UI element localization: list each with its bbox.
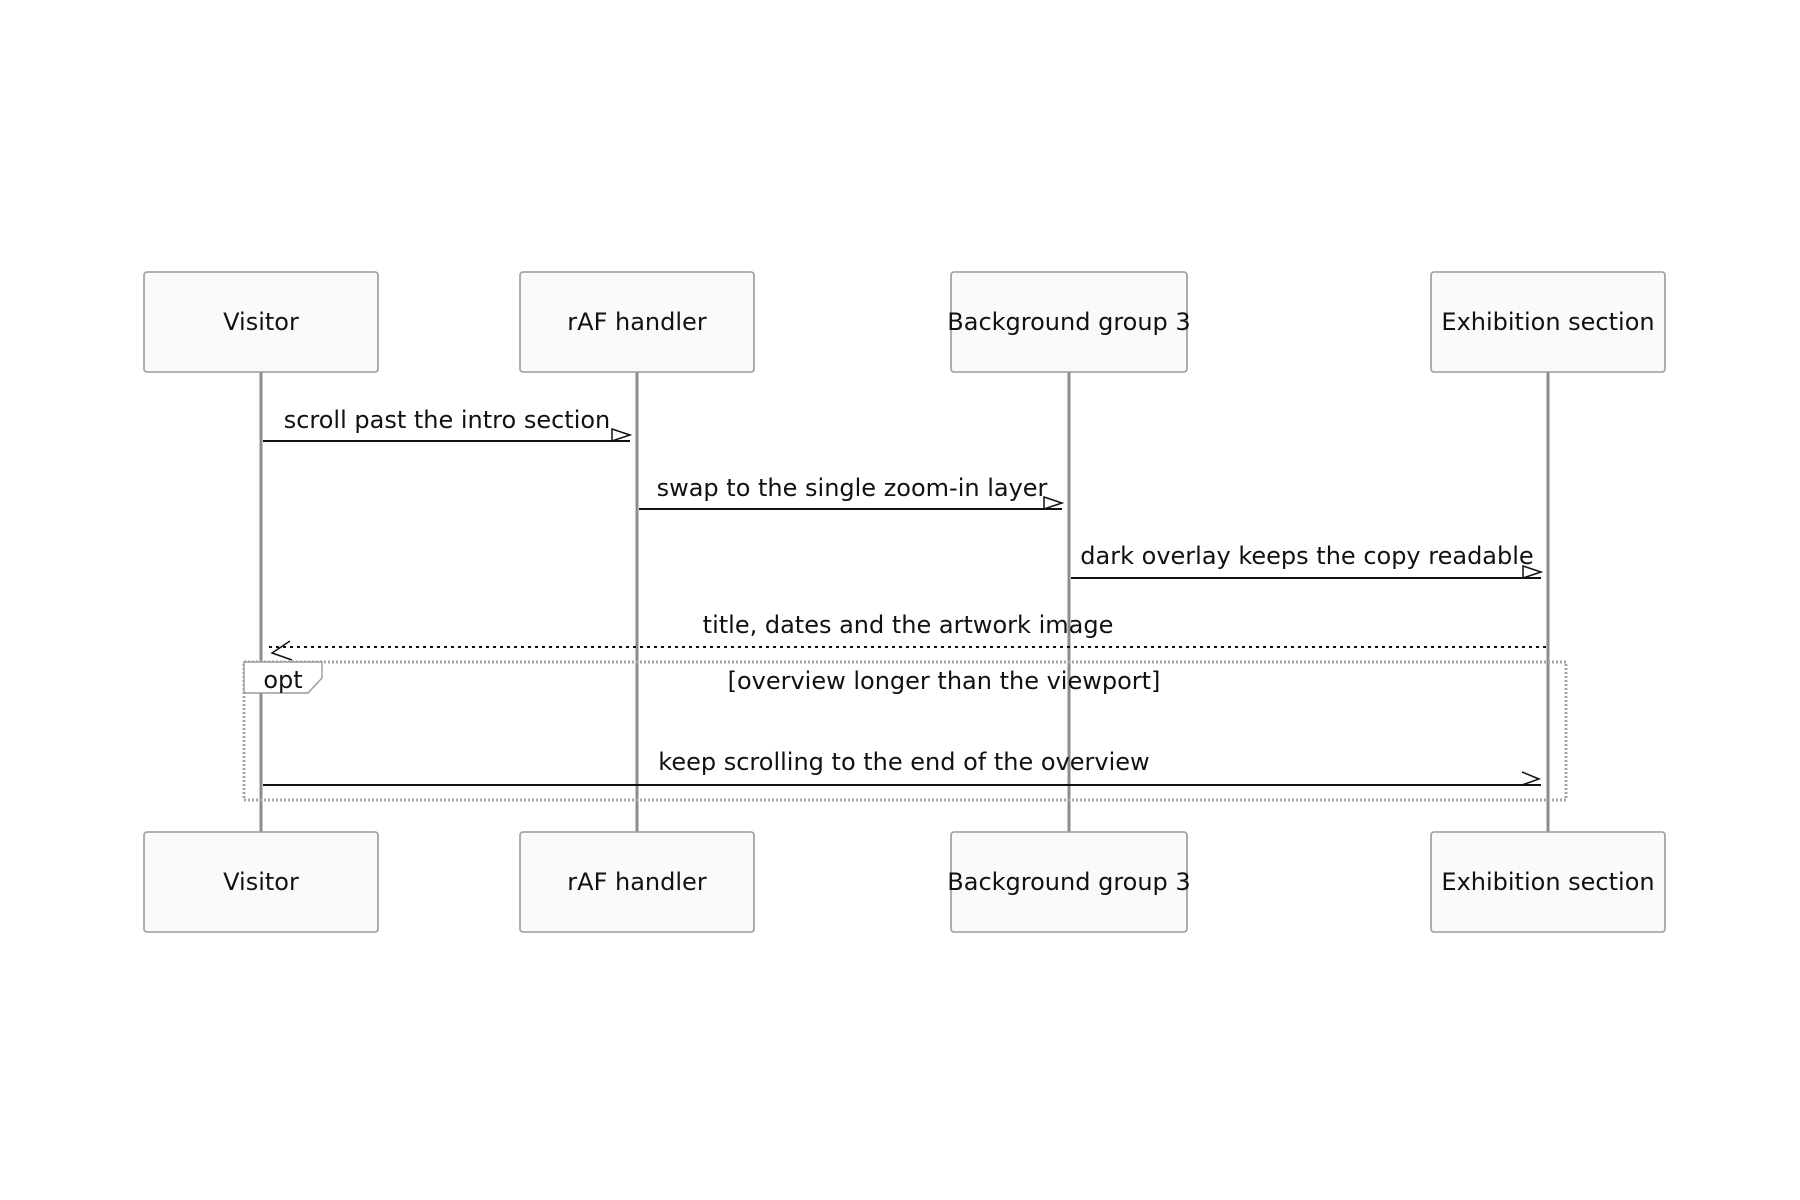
fragment-tab: [243, 661, 323, 694]
actor-label: Exhibition section: [1441, 308, 1654, 336]
fragment-condition: [overview longer than the viewport]: [728, 667, 1161, 695]
actor-top-exhibition-section: Exhibition section: [1430, 271, 1666, 373]
actor-label: Background group 3: [947, 308, 1190, 336]
message-dark-overlay: dark overlay keeps the copy readable: [1071, 542, 1544, 580]
arrowhead-icon: [1521, 771, 1542, 786]
arrowhead-icon: [1043, 495, 1065, 511]
actor-label: Exhibition section: [1441, 868, 1654, 896]
message-title-dates-artwork: title, dates and the artwork image: [268, 611, 1546, 661]
actor-label: Visitor: [223, 308, 299, 336]
actor-label: rAF handler: [567, 308, 707, 336]
message-label: swap to the single zoom-in layer: [657, 474, 1048, 502]
actor-label: Background group 3: [947, 868, 1190, 896]
actor-bottom-raf-handler: rAF handler: [519, 831, 755, 933]
actor-bottom-background-group-3: Background group 3: [947, 831, 1191, 933]
message-label: title, dates and the artwork image: [703, 611, 1114, 639]
actor-bottom-visitor: Visitor: [143, 831, 379, 933]
message-label: keep scrolling to the end of the overvie…: [658, 748, 1149, 776]
message-label: scroll past the intro section: [284, 406, 611, 434]
arrowhead-icon: [611, 427, 633, 443]
message-label: dark overlay keeps the copy readable: [1080, 542, 1533, 570]
actor-top-background-group-3: Background group 3: [947, 271, 1191, 373]
message-swap-zoom-layer: swap to the single zoom-in layer: [639, 474, 1065, 511]
actor-top-raf-handler: rAF handler: [519, 271, 755, 373]
message-scroll-past-intro: scroll past the intro section: [263, 406, 633, 443]
arrowhead-icon: [270, 640, 293, 661]
opt-fragment: opt [overview longer than the viewport]: [242, 660, 1568, 802]
actor-label: rAF handler: [567, 868, 707, 896]
arrowhead-icon: [1522, 564, 1544, 580]
actor-top-visitor: Visitor: [143, 271, 379, 373]
actor-label: Visitor: [223, 868, 299, 896]
message-keep-scrolling: keep scrolling to the end of the overvie…: [263, 748, 1542, 786]
fragment-kind: opt: [263, 666, 302, 694]
actor-bottom-exhibition-section: Exhibition section: [1430, 831, 1666, 933]
